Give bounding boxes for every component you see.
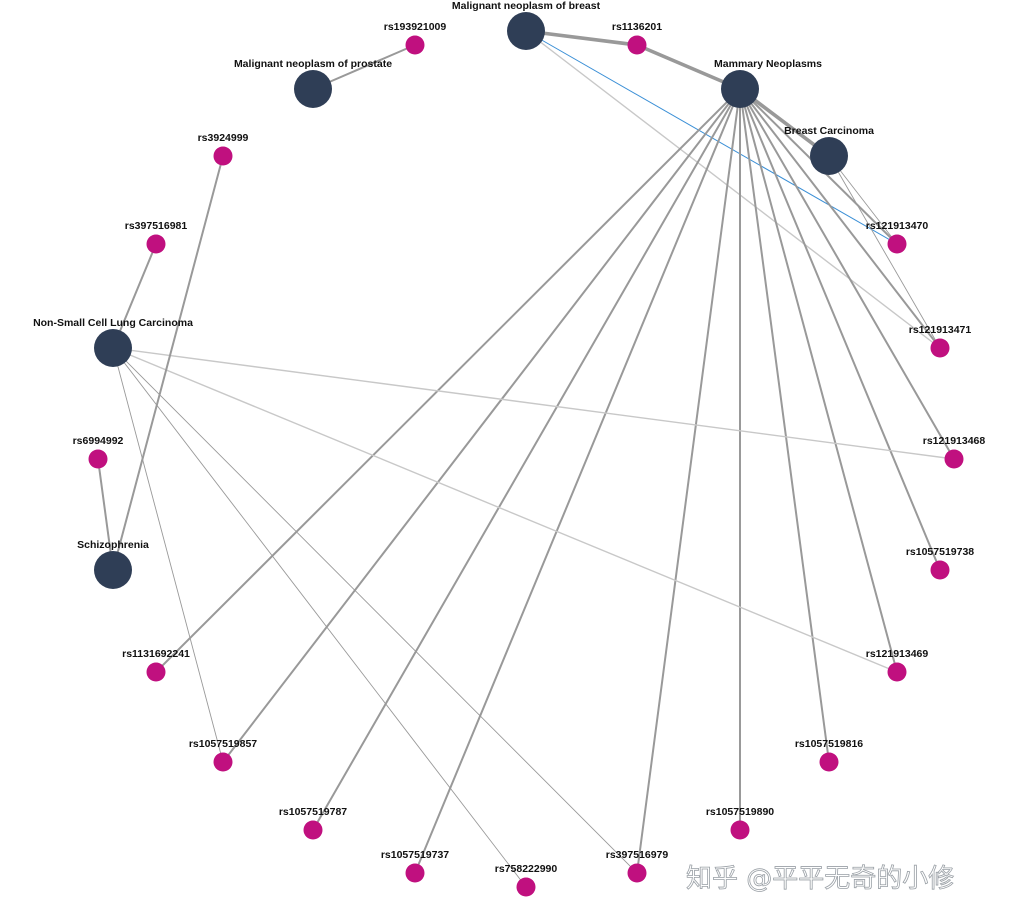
snp-node-rs1131692241[interactable] [146,662,166,682]
node-label-rs1057519737: rs1057519737 [381,849,449,861]
node-label-rs121913471: rs121913471 [909,324,972,336]
node-label-rs1057519738: rs1057519738 [906,546,974,558]
node-label-rs121913470: rs121913470 [866,220,929,232]
snp-node-rs758222990[interactable] [516,877,536,897]
edge-scz-rs3924999 [112,155,224,571]
node-label-nsclc: Non-Small Cell Lung Carcinoma [33,317,193,329]
edge-mn-rs121913469 [739,88,898,673]
edge-nsclc-rs1057519857 [112,347,224,763]
node-label-mnb: Malignant neoplasm of breast [452,0,601,12]
snp-node-rs397516981[interactable] [146,234,166,254]
disease-node-nsclc[interactable] [94,329,132,367]
edge-mn-rs1057519787 [312,88,741,831]
snp-node-rs1057519787[interactable] [303,820,323,840]
node-label-rs1057519890: rs1057519890 [706,806,774,818]
edge-mn-rs1057519738 [739,88,941,571]
snp-node-rs121913469[interactable] [887,662,907,682]
edge-nsclc-rs121913469 [112,347,898,673]
edge-nsclc-rs397516979 [112,347,638,874]
edge-mn-rs1131692241 [155,88,741,673]
snp-node-rs193921009[interactable] [405,35,425,55]
node-label-rs1131692241: rs1131692241 [122,648,190,660]
node-label-mnp: Malignant neoplasm of prostate [234,58,392,70]
edge-mn-rs397516979 [636,88,741,874]
edge-mnb-rs121913471 [525,30,941,349]
node-label-rs3924999: rs3924999 [198,132,249,144]
node-label-bc: Breast Carcinoma [784,125,874,137]
edge-nsclc-rs758222990 [112,347,527,888]
snp-node-rs1057519816[interactable] [819,752,839,772]
snp-node-rs397516979[interactable] [627,863,647,883]
node-label-rs6994992: rs6994992 [73,435,124,447]
node-label-rs758222990: rs758222990 [495,863,558,875]
node-label-scz: Schizophrenia [77,539,149,551]
disease-node-mn[interactable] [721,70,759,108]
node-label-rs193921009: rs193921009 [384,21,447,33]
node-label-rs121913468: rs121913468 [923,435,986,447]
snp-node-rs1057519737[interactable] [405,863,425,883]
node-label-rs121913469: rs121913469 [866,648,929,660]
node-label-rs1136201: rs1136201 [612,21,662,33]
snp-node-rs121913471[interactable] [930,338,950,358]
node-label-rs1057519787: rs1057519787 [279,806,347,818]
snp-node-rs6994992[interactable] [88,449,108,469]
disease-node-mnp[interactable] [294,70,332,108]
snp-node-rs121913470[interactable] [887,234,907,254]
watermark: 知乎 @平平无奇的小修 [686,864,954,894]
edge-nsclc-rs121913468 [112,347,955,460]
node-label-rs1057519857: rs1057519857 [189,738,257,750]
edge-mn-rs121913468 [739,88,955,460]
edge-mn-rs121913471 [739,88,941,349]
snp-node-rs1057519738[interactable] [930,560,950,580]
snp-node-rs1057519890[interactable] [730,820,750,840]
node-label-mn: Mammary Neoplasms [714,58,822,70]
edge-bc-rs121913471 [828,155,941,349]
disease-node-bc[interactable] [810,137,848,175]
node-label-rs1057519816: rs1057519816 [795,738,863,750]
snp-node-rs1057519857[interactable] [213,752,233,772]
disease-node-scz[interactable] [94,551,132,589]
edge-mn-rs1057519816 [739,88,830,763]
snp-node-rs121913468[interactable] [944,449,964,469]
nodes-layer [88,12,964,897]
edge-mn-rs1057519737 [414,88,741,874]
snp-node-rs1136201[interactable] [627,35,647,55]
node-label-rs397516981: rs397516981 [125,220,188,232]
node-label-rs397516979: rs397516979 [606,849,669,861]
edge-mn-rs1057519857 [222,88,741,763]
snp-node-rs3924999[interactable] [213,146,233,166]
disease-node-mnb[interactable] [507,12,545,50]
